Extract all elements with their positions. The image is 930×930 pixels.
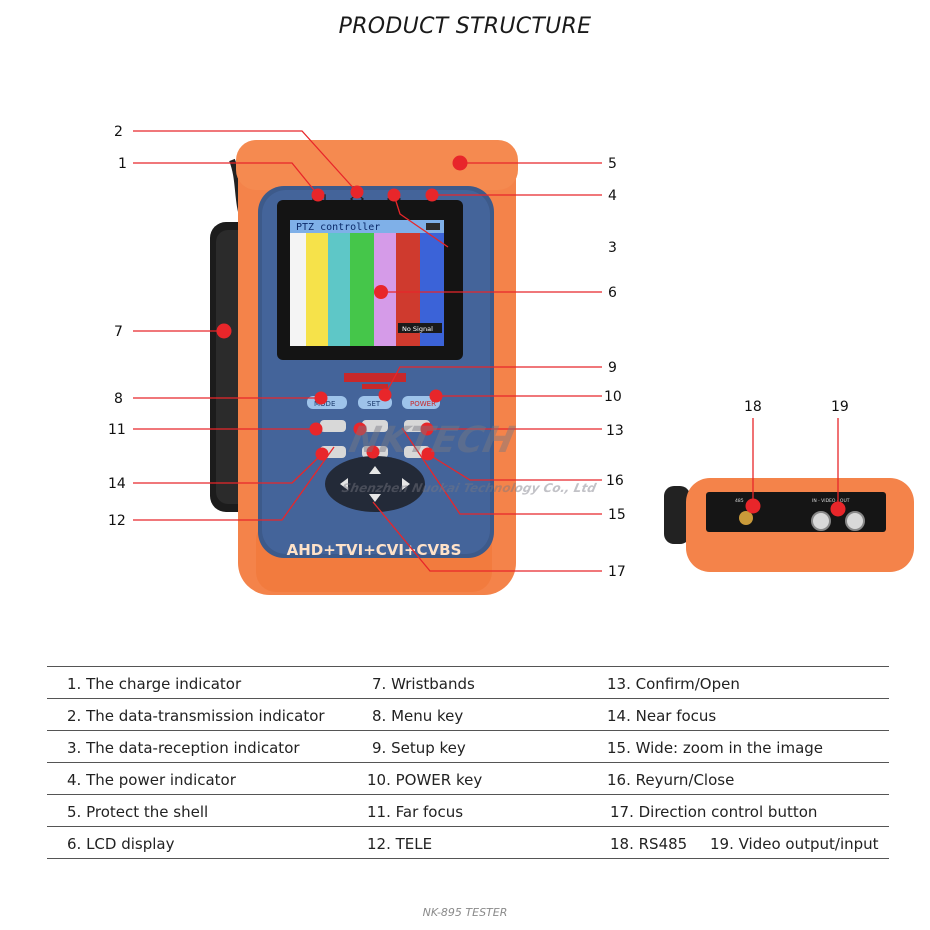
- callout-17: 17: [608, 564, 626, 580]
- legend-row: 3. The data-reception indicator 9. Setup…: [47, 731, 889, 763]
- svg-text:POWER: POWER: [410, 400, 436, 408]
- callout-1: 1: [118, 156, 127, 172]
- svg-text:MODE: MODE: [314, 400, 335, 408]
- callout-8: 8: [114, 391, 123, 407]
- legend-top-border: [47, 666, 889, 667]
- video-in-port: [811, 511, 831, 531]
- callout-2: 2: [114, 124, 123, 140]
- far-focus-key[interactable]: [320, 420, 346, 432]
- callout-5: 5: [608, 156, 617, 172]
- callout-dots: [216, 155, 846, 517]
- legend-row: 2. The data-transmission indicator 8. Me…: [47, 699, 889, 731]
- watermark-company: Shenzhen Nuokai Technology Co., Ltd: [340, 481, 598, 495]
- svg-text:485: 485: [735, 498, 744, 504]
- callout-12: 12: [108, 513, 126, 529]
- callout-7: 7: [114, 324, 123, 340]
- footer-caption: NK-895 TESTER: [422, 906, 508, 919]
- watermark-logo: NKTECH: [345, 420, 519, 461]
- page-title: PRODUCT STRUCTURE: [338, 14, 592, 39]
- legend-row: 5. Protect the shell 11. Far focus 17. D…: [47, 795, 889, 827]
- direction-pad[interactable]: [325, 456, 425, 512]
- legend-row: 6. LCD display 12. TELE 18. RS485 19. Vi…: [47, 827, 889, 859]
- callout-3: 3: [608, 240, 617, 256]
- callout-16: 16: [606, 473, 624, 489]
- lcd-display: PTZ controller No Signal: [277, 200, 463, 360]
- callout-6: 6: [608, 285, 617, 301]
- callout-numbers: 1 2 3 4 5 6 7 8 9 10 11 12 13 14 15 16 1…: [108, 124, 849, 580]
- video-out-port: [845, 511, 865, 531]
- rs485-port: [739, 511, 753, 525]
- callout-15: 15: [608, 507, 626, 523]
- no-signal-label: No Signal: [402, 325, 433, 333]
- brand-label: [344, 373, 406, 382]
- callout-14: 14: [108, 476, 126, 492]
- band-text: AHD+TVI+CVI+CVBS: [287, 541, 462, 559]
- screen-header: PTZ controller: [296, 222, 380, 233]
- callout-9: 9: [608, 360, 617, 376]
- callout-10: 10: [604, 389, 622, 405]
- svg-text:IN - VIDEO - OUT: IN - VIDEO - OUT: [812, 498, 850, 504]
- legend-row: 1. The charge indicator 7. Wristbands 13…: [47, 667, 889, 699]
- callout-4: 4: [608, 188, 617, 204]
- callout-19: 19: [831, 399, 849, 415]
- legend-row: 4. The power indicator 10. POWER key 16.…: [47, 763, 889, 795]
- side-view: 485 IN - VIDEO - OUT: [664, 478, 914, 572]
- key-mid-1[interactable]: [362, 420, 388, 432]
- device-diagram: PTZ controller No Signal MODE SET POWER …: [108, 124, 914, 595]
- callout-13: 13: [606, 423, 624, 439]
- callout-18: 18: [744, 399, 762, 415]
- callout-lines: [133, 130, 839, 572]
- svg-text:SET: SET: [367, 400, 381, 408]
- callout-11: 11: [108, 422, 126, 438]
